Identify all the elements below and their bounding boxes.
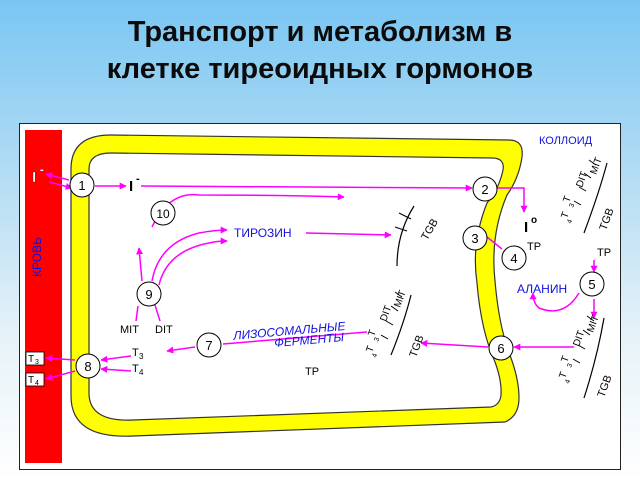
arrow-lysosomal — [222, 331, 368, 345]
step-3: 3 — [462, 225, 488, 251]
cytoplasm — [88, 152, 504, 421]
svg-text:T: T — [559, 211, 571, 221]
svg-text:DIT: DIT — [378, 304, 394, 323]
iodide-blood-charge: - — [40, 164, 44, 176]
arrow-step9-to-tyrosine-b — [158, 237, 228, 286]
svg-text:DIT: DIT — [574, 170, 590, 189]
step-10: 10 — [150, 200, 176, 226]
svg-text:T: T — [366, 329, 378, 339]
svg-text:4: 4 — [139, 368, 144, 377]
arrow-t4-to-blood — [45, 370, 76, 381]
svg-text:1: 1 — [78, 178, 85, 193]
alanine-label: АЛАНИН — [517, 282, 567, 296]
arrow-step9-dit — [154, 304, 161, 322]
tyrosine-label: ТИРОЗИН — [234, 226, 292, 240]
arrow-iodide-to-step2 — [140, 184, 473, 192]
svg-text:T: T — [28, 354, 34, 365]
arrow-step9-mit — [135, 305, 139, 322]
step-8: 8 — [75, 353, 101, 379]
arrow-uptake-in — [45, 172, 70, 181]
arrow-oxidation — [497, 187, 528, 213]
tp-label-step4: TP — [527, 241, 541, 253]
svg-text:T: T — [132, 363, 139, 375]
svg-text:4: 4 — [510, 251, 517, 266]
step-2: 2 — [472, 176, 498, 202]
iodide-cell-charge: - — [136, 173, 140, 185]
lysosomal-label-2: ФЕРМЕНТЫ — [274, 330, 345, 350]
step-7: 7 — [196, 332, 222, 358]
svg-text:10: 10 — [156, 207, 170, 221]
svg-text:2: 2 — [481, 182, 488, 197]
colloid-label: КОЛЛОИД — [539, 135, 593, 147]
title-line-2: клетке тиреоидных гормонов — [106, 53, 534, 85]
svg-text:7: 7 — [205, 338, 212, 353]
arrow-t4-to-step8 — [100, 365, 132, 373]
title-line-1: Транспорт и метаболизм в — [127, 16, 513, 48]
svg-text:T: T — [364, 345, 376, 355]
tp-label-colloid: TP — [597, 247, 611, 259]
dit-label: DIT — [155, 324, 173, 336]
svg-text:5: 5 — [588, 277, 595, 292]
svg-text:3: 3 — [566, 363, 574, 369]
svg-text:T: T — [132, 347, 139, 359]
svg-text:T: T — [561, 195, 573, 205]
step-4: 4 — [501, 245, 527, 271]
svg-text:6: 6 — [497, 341, 504, 356]
step-9: 9 — [136, 281, 162, 307]
arrow-step6-to-tgb — [420, 339, 489, 348]
pathway-arrows — [45, 172, 598, 381]
blood-vessel — [25, 130, 62, 463]
blood-label: КРОВЬ — [30, 237, 44, 277]
iodide-blood-label: I — [32, 169, 36, 186]
step-5: 5 — [579, 271, 605, 297]
mit-label: MIT — [120, 324, 139, 336]
step-1: 1 — [69, 172, 95, 198]
arrow-tyrosine-to-step3 — [305, 231, 392, 239]
iodine-colloid-zero: o — [531, 215, 537, 226]
svg-text:3: 3 — [568, 203, 576, 209]
arrow-step9-to-tyrosine-a — [151, 226, 228, 282]
svg-text:T: T — [559, 355, 571, 365]
arrow-uptake-out — [48, 181, 73, 190]
svg-text:T: T — [28, 375, 34, 386]
arrow-t3-to-step8 — [100, 355, 132, 363]
arrow-step9-up-a — [136, 247, 144, 282]
svg-text:3: 3 — [373, 337, 381, 343]
step-circles: 1 2 3 4 5 6 7 8 9 10 — [69, 172, 605, 379]
arrow-alanine-loop — [529, 292, 580, 312]
arrow-t3-to-blood — [45, 354, 76, 362]
svg-text:3: 3 — [35, 359, 39, 366]
svg-text:3: 3 — [471, 231, 478, 246]
iodine-colloid-label: I — [524, 219, 528, 236]
svg-text:9: 9 — [145, 287, 152, 302]
svg-text:8: 8 — [84, 359, 91, 374]
svg-text:4: 4 — [566, 219, 574, 225]
svg-text:4: 4 — [35, 380, 39, 387]
page-title: Транспорт и метаболизм в клетке тиреоидн… — [0, 14, 640, 88]
svg-text:T: T — [557, 371, 569, 381]
thyroid-cell-diagram: КРОВЬ КОЛЛОИД — [19, 123, 621, 470]
svg-text:DIT: DIT — [571, 329, 587, 348]
svg-text:4: 4 — [371, 353, 379, 359]
arrow-step3-to-step4 — [486, 236, 503, 250]
tp-label-cytoplasm: TP — [305, 366, 319, 378]
arrow-step7-out — [166, 346, 196, 354]
svg-text:4: 4 — [564, 379, 572, 385]
iodide-cell-label: I — [129, 178, 133, 195]
svg-text:3: 3 — [139, 352, 144, 361]
step-6: 6 — [488, 335, 514, 361]
